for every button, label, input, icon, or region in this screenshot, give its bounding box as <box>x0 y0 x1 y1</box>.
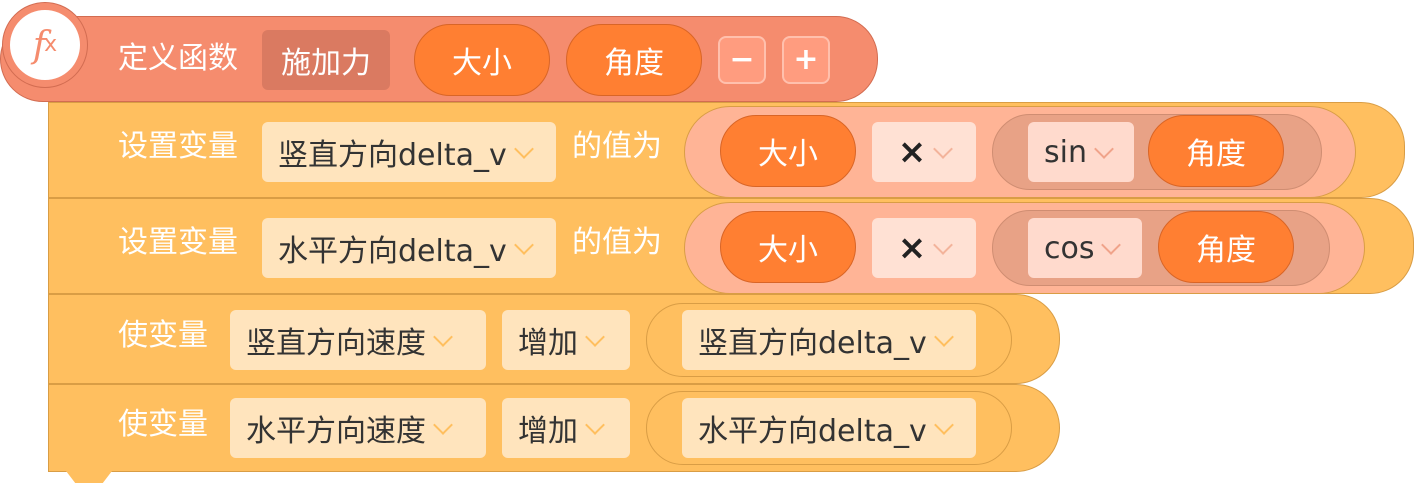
set-variable-keyword: 设置变量 <box>118 129 238 164</box>
function-icon: fx <box>32 24 58 66</box>
variable-dropdown[interactable]: 竖直方向速度 <box>230 310 486 370</box>
variable-dropdown[interactable]: 竖直方向delta_v <box>262 122 556 182</box>
operator-dropdown[interactable]: × <box>872 218 976 278</box>
trig-function-dropdown[interactable]: sin <box>1028 122 1134 182</box>
value-variable-dropdown-value: 水平方向delta_v <box>698 414 927 449</box>
chevron-down-icon <box>933 415 954 435</box>
action-dropdown[interactable]: 增加 <box>502 398 630 458</box>
value-variable-dropdown[interactable]: 水平方向delta_v <box>682 398 976 458</box>
multiply-icon: × <box>897 228 927 268</box>
action-dropdown[interactable]: 增加 <box>502 310 630 370</box>
param-magnitude[interactable]: 大小 <box>414 24 550 96</box>
value-connector-label: 的值为 <box>572 129 662 164</box>
action-dropdown-value: 增加 <box>518 414 578 449</box>
function-badge: fx <box>2 2 88 88</box>
add-param-button[interactable]: + <box>782 36 830 84</box>
param-angle[interactable]: 角度 <box>566 24 702 96</box>
chevron-down-icon <box>1094 139 1114 159</box>
operator-dropdown[interactable]: × <box>872 122 976 182</box>
multiply-icon: × <box>897 132 927 172</box>
change-variable-keyword: 使变量 <box>118 318 208 353</box>
value-connector-label: 的值为 <box>572 225 662 260</box>
chevron-down-icon <box>933 139 954 159</box>
stack-bottom-notch <box>66 471 112 483</box>
chevron-down-icon <box>433 415 453 435</box>
minus-icon: − <box>729 42 755 77</box>
variable-dropdown-value: 水平方向delta_v <box>278 234 507 269</box>
change-variable-keyword: 使变量 <box>118 407 208 442</box>
param-reporter-angle[interactable]: 角度 <box>1148 115 1284 187</box>
variable-dropdown-value: 竖直方向delta_v <box>278 138 507 173</box>
param-reporter-magnitude[interactable]: 大小 <box>720 211 856 283</box>
trig-function-dropdown[interactable]: cos <box>1028 218 1142 278</box>
param-reporter-angle[interactable]: 角度 <box>1158 211 1294 283</box>
define-function-label: 定义函数 <box>118 41 238 76</box>
set-variable-keyword: 设置变量 <box>118 225 238 260</box>
value-variable-dropdown[interactable]: 竖直方向delta_v <box>682 310 976 370</box>
chevron-down-icon <box>933 235 954 255</box>
variable-dropdown[interactable]: 水平方向速度 <box>230 398 486 458</box>
variable-dropdown[interactable]: 水平方向delta_v <box>262 218 556 278</box>
variable-dropdown-value: 水平方向速度 <box>246 414 426 449</box>
value-variable-dropdown-value: 竖直方向delta_v <box>698 326 927 361</box>
chevron-down-icon <box>513 139 534 159</box>
chevron-down-icon <box>433 327 453 347</box>
variable-dropdown-value: 竖直方向速度 <box>246 326 426 361</box>
param-reporter-magnitude[interactable]: 大小 <box>720 115 856 187</box>
chevron-down-icon <box>513 235 534 255</box>
action-dropdown-value: 增加 <box>518 326 578 361</box>
remove-param-button[interactable]: − <box>718 36 766 84</box>
function-name-field[interactable]: 施加力 <box>262 30 390 90</box>
chevron-down-icon <box>1101 235 1122 255</box>
chevron-down-icon <box>585 327 605 347</box>
chevron-down-icon <box>933 327 954 347</box>
chevron-down-icon <box>585 415 605 435</box>
plus-icon: + <box>793 42 819 77</box>
